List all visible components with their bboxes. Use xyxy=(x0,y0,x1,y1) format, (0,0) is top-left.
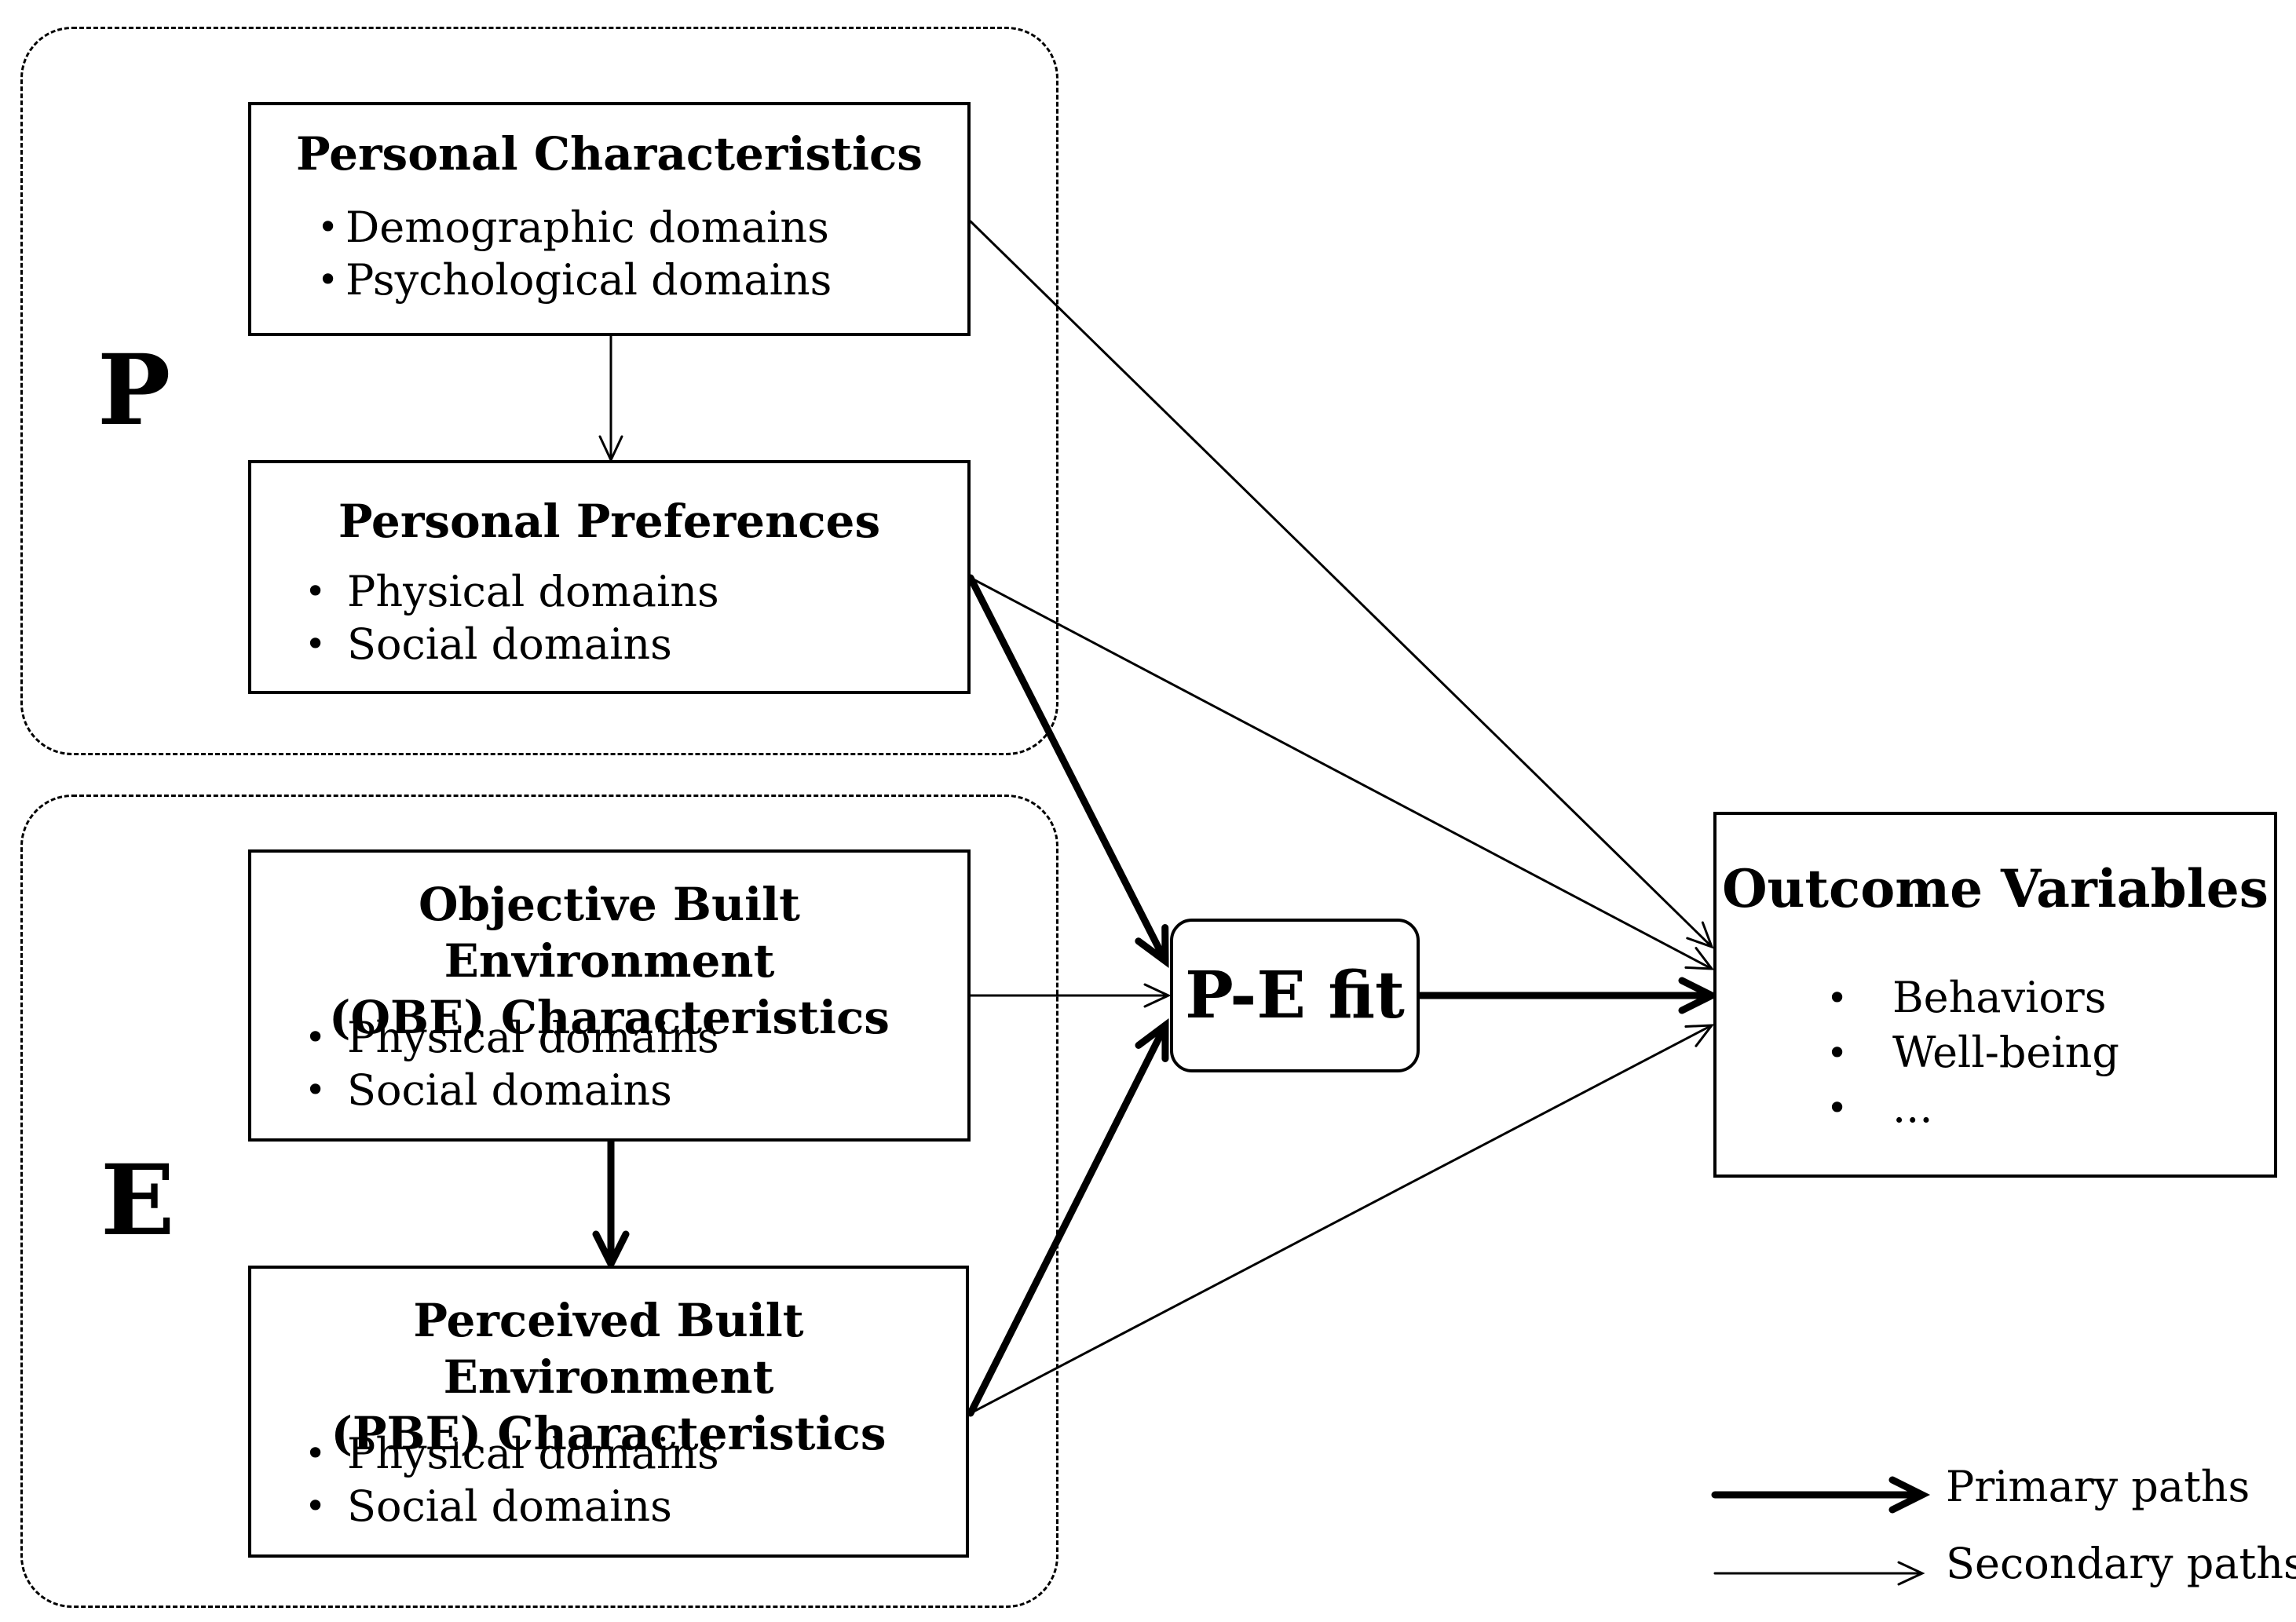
legend-primary-arrow xyxy=(1711,1476,1931,1514)
arrow-personal-preferences-to-outcome xyxy=(969,576,1715,970)
pe-fit-box: P-E fit xyxy=(1170,919,1420,1072)
bullet-icon: • xyxy=(305,1069,327,1111)
pe-fit-label: P-E fit xyxy=(1185,958,1405,1033)
outcome-variables-list: • Behaviors • Well-being •... xyxy=(1826,970,2119,1135)
obe-title: Objective Built Environment (OBE) Charac… xyxy=(251,876,967,1046)
group-e-environment xyxy=(20,795,1058,1608)
obe-title-line-2: (OBE) Characteristics xyxy=(329,991,890,1044)
list-item: • Social domains xyxy=(305,618,719,670)
arrow-pe-fit-to-outcome xyxy=(1416,977,1720,1014)
bullet-icon: • xyxy=(1826,977,1848,1019)
arrow-pbe-to-pe-fit xyxy=(967,1018,1169,1417)
bullet-icon: • xyxy=(317,258,339,301)
item-label: Social domains xyxy=(347,1065,672,1115)
obe-characteristics-box: Objective Built Environment (OBE) Charac… xyxy=(248,849,971,1142)
arrow-personal-characteristics-to-outcome xyxy=(969,220,1714,949)
group-p-letter: P xyxy=(97,334,171,448)
bullet-icon: • xyxy=(305,1016,327,1058)
personal-preferences-title: Personal Preferences xyxy=(338,495,881,548)
personal-characteristics-list: •Demographic domains •Psychological doma… xyxy=(317,201,832,306)
list-item: • Physical domains xyxy=(305,1011,719,1064)
list-item: • Well-being xyxy=(1826,1025,2119,1080)
personal-characteristics-title: Personal Characteristics xyxy=(296,127,923,181)
list-item: • Behaviors xyxy=(1826,970,2119,1025)
pbe-list: • Physical domains • Social domains xyxy=(305,1427,719,1532)
personal-preferences-box: Personal Preferences • Physical domains •… xyxy=(248,460,971,694)
list-item: •... xyxy=(1826,1080,2119,1135)
bullet-icon: • xyxy=(305,623,327,665)
legend-secondary-label: Secondary paths xyxy=(1946,1539,2296,1588)
item-label: Behaviors xyxy=(1892,973,2107,1022)
obe-title-line-1: Objective Built Environment xyxy=(419,878,800,988)
pbe-title: Perceived Built Environment (PBE) Charac… xyxy=(251,1292,966,1462)
arrow-pbe-to-outcome xyxy=(969,1024,1715,1415)
personal-preferences-list: • Physical domains • Social domains xyxy=(305,565,719,670)
list-item: • Social domains xyxy=(305,1064,719,1116)
pbe-characteristics-box: Perceived Built Environment (PBE) Charac… xyxy=(248,1266,969,1558)
arrow-obe-to-pbe xyxy=(592,1138,630,1273)
item-label: Physical domains xyxy=(347,1013,719,1062)
bullet-icon: • xyxy=(305,570,327,612)
group-p-person xyxy=(20,27,1058,755)
item-label: Physical domains xyxy=(347,1429,719,1478)
arrow-obe-to-pe-fit xyxy=(969,983,1172,1008)
bullet-icon: • xyxy=(305,1485,327,1527)
item-label: Demographic domains xyxy=(345,203,829,252)
item-label: Psychological domains xyxy=(345,255,832,305)
bullet-icon: • xyxy=(1826,1087,1848,1129)
item-label: Well-being xyxy=(1892,1028,2119,1077)
item-label: ... xyxy=(1892,1083,1933,1132)
legend-secondary-arrow xyxy=(1713,1561,1925,1586)
legend-primary-label: Primary paths xyxy=(1946,1462,2250,1511)
item-label: Physical domains xyxy=(347,567,719,616)
group-e-letter: E xyxy=(101,1144,175,1258)
bullet-icon: • xyxy=(305,1432,327,1474)
pbe-title-line-2: (PBE) Characteristics xyxy=(331,1407,887,1460)
obe-list: • Physical domains • Social domains xyxy=(305,1011,719,1116)
pbe-title-line-1: Perceived Built Environment xyxy=(413,1294,804,1404)
outcome-variables-title: Outcome Variables xyxy=(1722,858,2269,919)
outcome-variables-box: Outcome Variables • Behaviors • Well-being… xyxy=(1713,812,2277,1178)
bullet-icon: • xyxy=(1826,1032,1848,1074)
bullet-icon: • xyxy=(317,206,339,248)
item-label: Social domains xyxy=(347,619,672,669)
item-label: Social domains xyxy=(347,1481,672,1531)
list-item: • Physical domains xyxy=(305,565,719,618)
arrow-personal-preferences-to-pe-fit xyxy=(967,574,1169,968)
list-item: • Physical domains xyxy=(305,1427,719,1480)
list-item: • Social domains xyxy=(305,1480,719,1532)
list-item: •Psychological domains xyxy=(317,254,832,306)
list-item: •Demographic domains xyxy=(317,201,832,254)
personal-characteristics-box: Personal Characteristics •Demographic do… xyxy=(248,102,971,336)
